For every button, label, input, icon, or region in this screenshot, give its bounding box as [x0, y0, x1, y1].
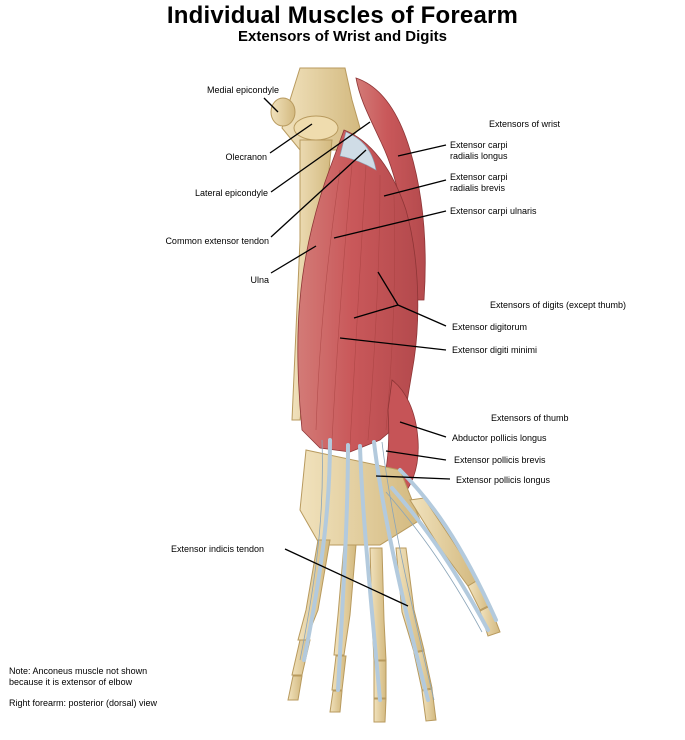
- humerus-bone: [270, 67, 361, 151]
- label-extensor-indicis-tendon: Extensor indicis tendon: [171, 544, 265, 554]
- label-olecranon: Olecranon: [225, 152, 267, 162]
- view-caption: Right forearm: posterior (dorsal) view: [9, 698, 158, 708]
- note-line-2: because it is extensor of elbow: [9, 677, 133, 687]
- label-ecrl-line1: Extensor carpi: [450, 140, 508, 150]
- label-ecrl-line2: radialis longus: [450, 151, 508, 161]
- label-ulna: Ulna: [250, 275, 269, 285]
- page-title: Individual Muscles of Forearm: [166, 2, 519, 29]
- common-extensor-tendon: [339, 131, 377, 171]
- tendon-outlines: [299, 439, 483, 701]
- extensor-tendons: [302, 438, 498, 702]
- label-ecrb-line2: radialis brevis: [450, 183, 506, 193]
- label-extensors-of-wrist: Extensors of wrist: [489, 119, 561, 129]
- label-common-extensor-tendon: Common extensor tendon: [165, 236, 269, 246]
- label-extensor-digitorum: Extensor digitorum: [452, 322, 528, 332]
- label-extensor-digiti-minimi: Extensor digiti minimi: [452, 345, 538, 355]
- label-extensor-pollicis-longus: Extensor pollicis longus: [456, 475, 551, 485]
- label-medial-epicondyle: Medial epicondyle: [206, 85, 279, 95]
- label-extensors-of-digits: Extensors of digits (except thumb): [490, 300, 627, 310]
- label-extensors-of-thumb: Extensors of thumb: [491, 413, 569, 423]
- muscle-striations: [315, 164, 396, 446]
- label-extensor-carpi-ulnaris: Extensor carpi ulnaris: [450, 206, 537, 216]
- leader-lines: [263, 97, 451, 607]
- label-extensor-pollicis-brevis: Extensor pollicis brevis: [454, 455, 546, 465]
- label-ecrb-line1: Extensor carpi: [450, 172, 508, 182]
- note-line-1: Note: Anconeus muscle not shown: [9, 666, 148, 676]
- label-abductor-pollicis-longus: Abductor pollicis longus: [452, 433, 547, 443]
- page-subtitle: Extensors of Wrist and Digits: [238, 28, 447, 45]
- label-lateral-epicondyle: Lateral epicondyle: [194, 188, 268, 198]
